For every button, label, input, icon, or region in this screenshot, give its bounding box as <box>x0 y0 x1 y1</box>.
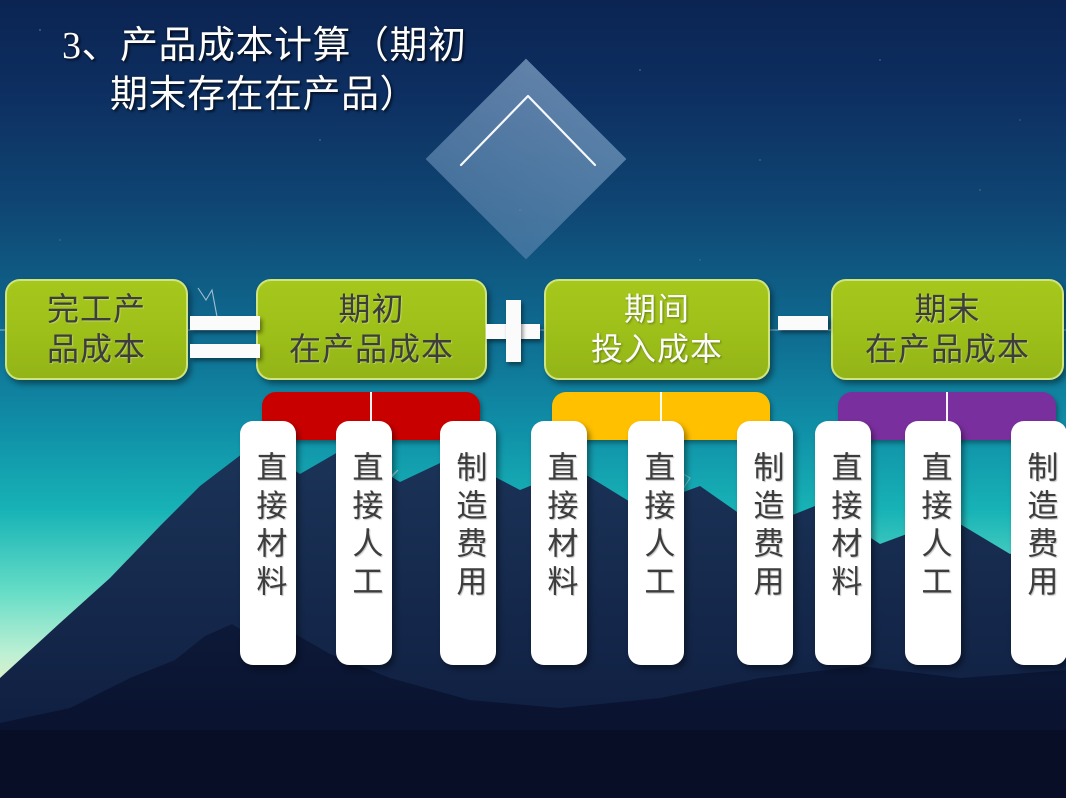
cost-item-label: 制造费用 <box>1022 451 1058 603</box>
bar-divider <box>370 392 372 440</box>
cost-item-box[interactable]: 制造费用 <box>440 421 496 665</box>
formula-term-line-2: 品成本 <box>46 330 146 367</box>
cost-item-box[interactable]: 直接材料 <box>815 421 871 665</box>
cost-item-label: 直接材料 <box>542 451 578 603</box>
plus-operator-icon <box>486 300 540 362</box>
cost-item-box[interactable]: 直接材料 <box>531 421 587 665</box>
diamond-highlight-icon <box>459 94 597 167</box>
bar-divider <box>946 392 948 440</box>
bar-divider <box>660 392 662 440</box>
formula-term-ending-wip-cost[interactable]: 期末 在产品成本 <box>831 279 1064 380</box>
cost-item-label: 制造费用 <box>451 451 487 603</box>
cost-item-label: 直接人工 <box>347 451 383 603</box>
formula-term-line-2: 投入成本 <box>590 330 723 367</box>
cost-item-label: 直接材料 <box>251 451 287 603</box>
cost-item-box[interactable]: 制造费用 <box>737 421 793 665</box>
formula-term-period-input-cost[interactable]: 期间 投入成本 <box>544 279 770 380</box>
formula-term-line-1: 完工产 <box>46 291 146 328</box>
slide-title: 3、产品成本计算（期初 期末存在在产品） <box>62 22 702 121</box>
formula-term-line-1: 期初 <box>338 291 405 328</box>
formula-term-line-2: 在产品成本 <box>288 330 454 367</box>
formula-term-line-2: 在产品成本 <box>864 330 1030 367</box>
formula-term-beginning-wip-cost[interactable]: 期初 在产品成本 <box>256 279 487 380</box>
cost-item-label: 直接材料 <box>826 451 862 603</box>
cost-item-box[interactable]: 直接人工 <box>628 421 684 665</box>
cost-item-box[interactable]: 制造费用 <box>1011 421 1066 665</box>
slide-title-line-1: 3、产品成本计算（期初 <box>62 25 467 67</box>
equals-operator-icon <box>190 310 260 366</box>
cost-item-label: 直接人工 <box>916 451 952 603</box>
formula-term-completed-product-cost[interactable]: 完工产 品成本 <box>5 279 188 380</box>
slide-title-line-2: 期末存在在产品） <box>110 74 419 117</box>
cost-item-box[interactable]: 直接人工 <box>905 421 961 665</box>
minus-operator-icon <box>778 316 828 330</box>
formula-term-line-1: 期间 <box>623 291 690 328</box>
cost-item-box[interactable]: 直接人工 <box>336 421 392 665</box>
cost-item-label: 制造费用 <box>748 451 784 603</box>
cost-item-box[interactable]: 直接材料 <box>240 421 296 665</box>
formula-term-line-1: 期末 <box>914 291 981 328</box>
cost-item-label: 直接人工 <box>639 451 675 603</box>
